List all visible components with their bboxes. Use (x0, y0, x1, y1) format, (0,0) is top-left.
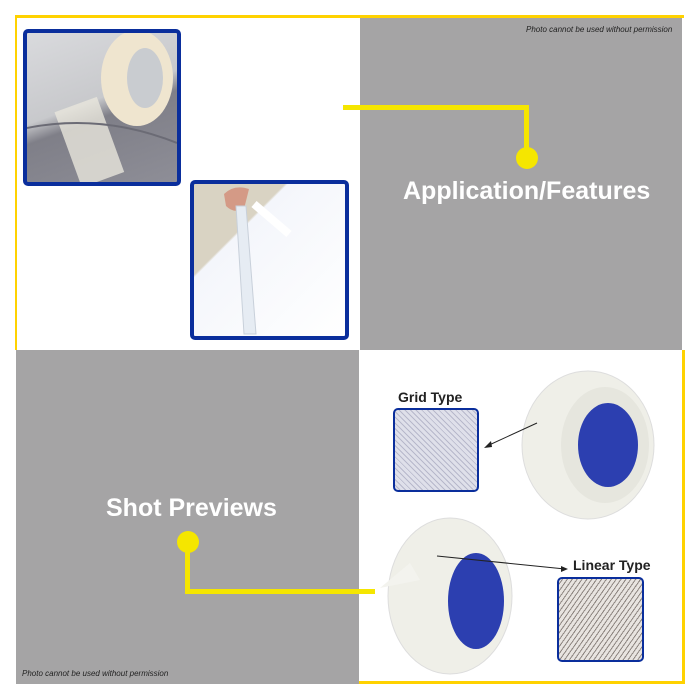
connector-dot-application (516, 147, 538, 169)
panel-application (360, 17, 682, 350)
photo-tape-on-pipes (23, 29, 181, 186)
connector-line-previews (185, 589, 375, 594)
shot-previews-title: Shot Previews (106, 494, 277, 522)
photo-linear-type (557, 577, 644, 662)
connector-line-application (343, 105, 529, 110)
permission-notice-top: Photo cannot be used without permission (526, 25, 673, 34)
linear-type-label: Linear Type (573, 557, 651, 573)
panel-previews (16, 350, 359, 684)
frame-right (682, 350, 685, 684)
frame-left (15, 15, 17, 350)
connector-line-previews-vertical (185, 545, 190, 593)
tape-roll-illustration (27, 33, 177, 182)
frame-bottom (359, 681, 685, 684)
tape-roll-linear (380, 517, 513, 675)
application-features-title: Application/Features (403, 177, 651, 205)
connector-line-application-vertical (524, 105, 529, 153)
connector-dot-previews (177, 531, 199, 553)
photo-tape-on-box (190, 180, 349, 340)
photo-grid-type (393, 408, 479, 492)
permission-notice-bottom: Photo cannot be used without permission (22, 669, 169, 678)
tape-roll-grid (521, 370, 655, 520)
frame-top (15, 15, 684, 18)
grid-type-label: Grid Type (398, 389, 463, 405)
tape-strip-illustration (224, 187, 292, 335)
